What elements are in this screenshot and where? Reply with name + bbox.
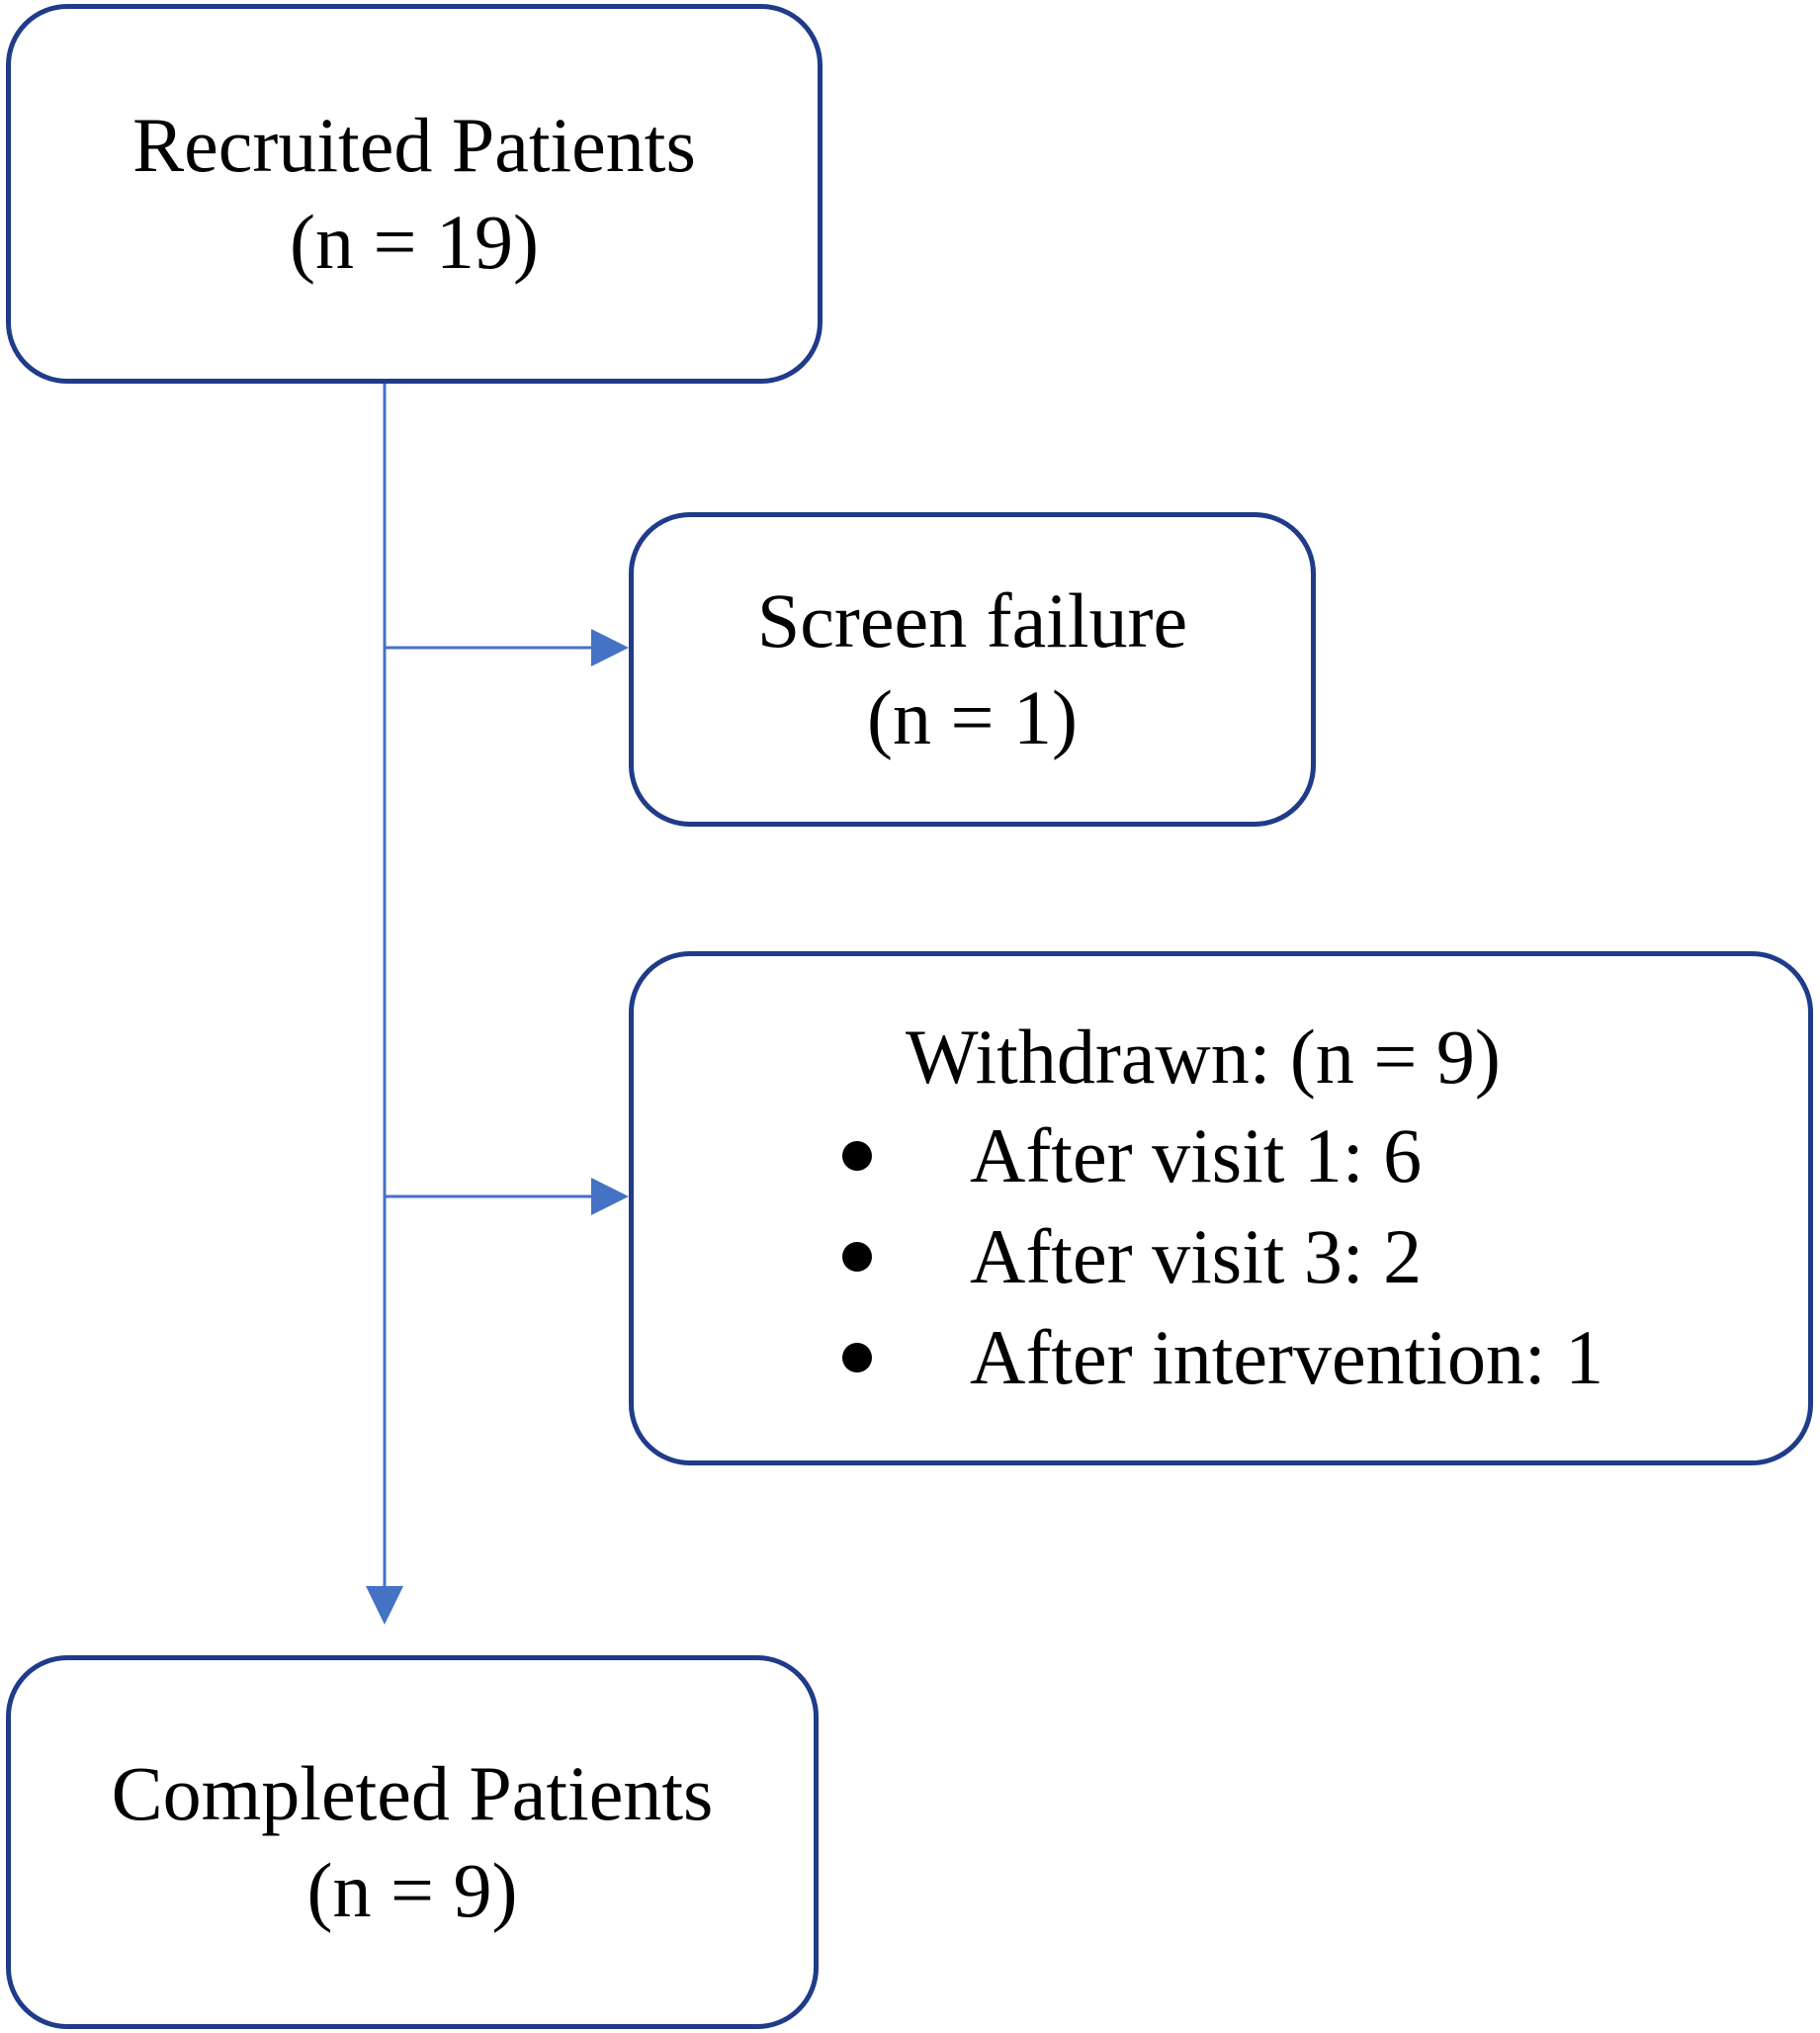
withdrawn-item-text: After visit 3: 2 — [970, 1213, 1423, 1299]
bullet-icon — [842, 1141, 872, 1171]
withdrawn-title: Withdrawn: (n = 9) — [906, 1014, 1501, 1100]
screen-failure-count: (n = 1) — [867, 674, 1078, 760]
bullet-icon — [842, 1343, 872, 1372]
completed-count: (n = 9) — [306, 1847, 518, 1933]
arrowhead-screen-failure — [591, 629, 629, 666]
recruited-title: Recruited Patients — [132, 102, 696, 188]
list-item: After visit 3: 2 — [634, 1206, 1603, 1307]
withdrawn-item-text: After intervention: 1 — [970, 1314, 1604, 1400]
completed-patients-box: Completed Patients (n = 9) — [6, 1655, 819, 2029]
bullet-icon — [842, 1242, 872, 1272]
withdrawn-list: After visit 1: 6 After visit 3: 2 After … — [634, 1105, 1603, 1408]
screen-failure-box: Screen failure (n = 1) — [629, 512, 1316, 827]
recruited-patients-box: Recruited Patients (n = 19) — [6, 4, 823, 384]
list-item: After visit 1: 6 — [634, 1105, 1603, 1206]
arrowhead-withdrawn — [591, 1178, 629, 1215]
recruited-count: (n = 19) — [290, 199, 539, 285]
withdrawn-box: Withdrawn: (n = 9) After visit 1: 6 Afte… — [629, 951, 1813, 1465]
arrowhead-completed — [366, 1586, 403, 1625]
withdrawn-item-text: After visit 1: 6 — [970, 1112, 1423, 1198]
screen-failure-title: Screen failure — [756, 577, 1188, 663]
completed-title: Completed Patients — [111, 1750, 714, 1836]
list-item: After intervention: 1 — [634, 1307, 1603, 1408]
